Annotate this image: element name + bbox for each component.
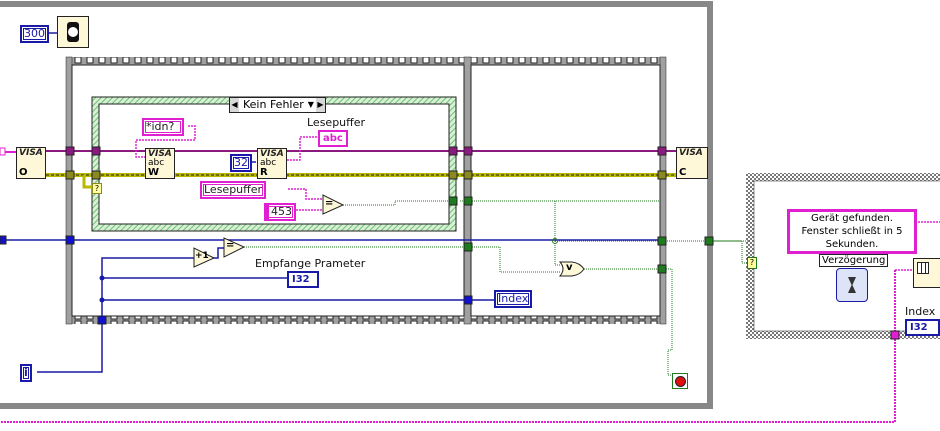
wait-ms-node[interactable] <box>57 16 89 48</box>
case-prev-button[interactable]: ◀ <box>230 98 239 112</box>
visa-close-node[interactable]: VISA C <box>676 147 708 179</box>
stop-button-terminal[interactable] <box>672 373 688 389</box>
visa-read-label: VISA <box>260 149 284 159</box>
or-op-label: v <box>566 262 573 273</box>
case-dropdown-icon[interactable]: ▼ <box>307 100 314 109</box>
hourglass-icon <box>848 277 856 293</box>
visa-write-sub: abc <box>148 158 165 168</box>
visa-write-label: VISA <box>148 149 172 159</box>
grid-icon <box>917 262 929 274</box>
integer-wires <box>0 161 660 373</box>
read-buffer-label: Lesepuffer <box>307 116 366 129</box>
increment-op-label: +1 <box>195 251 209 261</box>
index-local-variable[interactable]: Index <box>494 290 533 308</box>
delay-control[interactable] <box>836 268 868 302</box>
visa-open-node[interactable]: VISA O <box>16 147 46 179</box>
equal-node-1[interactable] <box>322 194 345 215</box>
stopwatch-icon <box>67 22 79 42</box>
visa-write-mode: W <box>148 167 160 178</box>
read-count-constant[interactable]: 32 <box>230 154 252 172</box>
index-label: Index <box>905 305 936 318</box>
visa-close-mode: C <box>679 167 687 178</box>
read-buffer-indicator[interactable]: abc <box>318 130 348 147</box>
case-selector-terminal: ? <box>92 183 102 194</box>
equal-op-2-label: = <box>226 240 235 251</box>
case-selector[interactable]: ◀ Kein Fehler ▼ ▶ <box>229 97 326 113</box>
write-string-constant[interactable]: *idn?_ <box>142 118 184 136</box>
visa-read-sub: abc <box>260 158 277 168</box>
increment-node[interactable] <box>193 247 216 268</box>
iteration-terminal: i <box>20 364 32 382</box>
received-param-label: Empfange Prameter <box>255 257 366 270</box>
right-case-selector: ? <box>747 257 757 269</box>
delay-label: Verzögerung <box>819 254 889 267</box>
visa-write-node[interactable]: VISA abc W <box>145 148 175 179</box>
outer-while-loop[interactable] <box>0 1 713 409</box>
visa-read-mode: R <box>260 167 268 178</box>
stop-button-icon <box>674 375 686 387</box>
received-param-indicator[interactable]: I32 <box>287 271 319 288</box>
visa-resource-wire <box>0 150 677 153</box>
equal-op-1-label: = <box>325 198 334 209</box>
compare-constant[interactable]: 453 <box>264 203 296 221</box>
timeout-constant[interactable]: 300 <box>20 25 49 43</box>
tunnels <box>0 146 900 340</box>
found-message-constant[interactable]: Gerät gefunden. Fenster schließt in 5 Se… <box>787 209 917 254</box>
equal-node-2[interactable] <box>223 237 246 258</box>
visa-close-label: VISA <box>679 148 703 158</box>
index-indicator[interactable]: I32 <box>905 319 940 336</box>
property-node[interactable] <box>913 258 940 288</box>
read-buffer-local-variable[interactable]: Lesepuffer <box>200 181 267 199</box>
visa-open-label: VISA <box>19 148 43 158</box>
case-selector-label: Kein Fehler <box>243 98 304 111</box>
visa-open-mode: O <box>19 167 28 178</box>
visa-read-node[interactable]: VISA abc R <box>257 148 287 179</box>
or-node[interactable] <box>558 261 585 277</box>
boolean-wires <box>244 200 750 376</box>
case-next-button[interactable]: ▶ <box>315 98 325 112</box>
